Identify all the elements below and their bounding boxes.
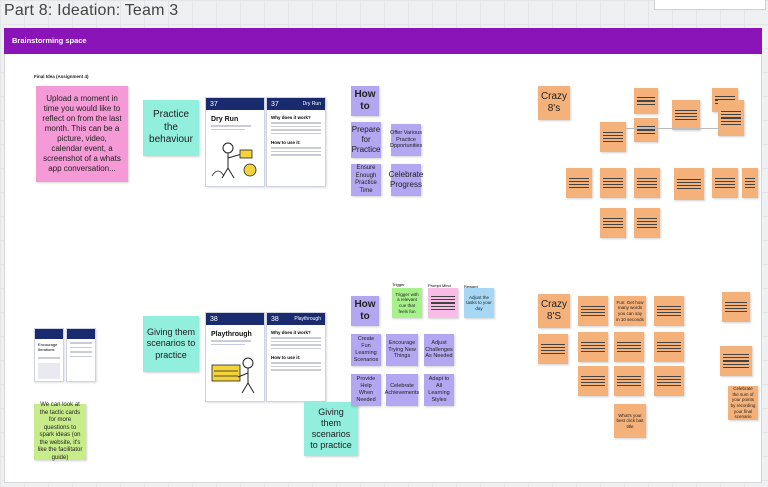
fun-words-sticky[interactable]: Fun: Get how many words you can say in 1…	[614, 296, 646, 326]
idea-sticky[interactable]	[742, 168, 758, 198]
playthrough-card-back[interactable]: 38 Playthrough Why does it work? How to …	[266, 312, 326, 402]
provide-help-sticky[interactable]: Provide Help When Needed	[351, 374, 381, 406]
idea-sticky[interactable]	[634, 118, 658, 142]
adjust-challenges-sticky[interactable]: Adjust Challenges As Needed	[424, 334, 454, 366]
crazy-eights-sticky-bottom[interactable]: Crazy 8'S	[538, 294, 570, 328]
playthrough-card-front[interactable]: 38 Playthrough	[205, 312, 265, 402]
top-toolbar-box[interactable]	[654, 0, 766, 10]
offer-practice-sticky[interactable]: Offer Various Practice Opportunities	[390, 124, 422, 156]
encourage-new-things-sticky[interactable]: Encourage Trying New Things	[386, 334, 418, 366]
frame-label: Brainstorming space	[12, 36, 87, 45]
idea-sticky[interactable]	[718, 100, 744, 136]
idea-sticky[interactable]	[600, 168, 626, 198]
giving-scenarios-sticky[interactable]: Giving them scenarios to practice	[143, 316, 199, 372]
card-number: 37	[210, 100, 218, 108]
dry-run-illustration-icon	[211, 142, 257, 179]
card-title: Encourage Iterations	[38, 342, 58, 352]
prompt-sticky[interactable]	[428, 288, 458, 318]
idea-sticky[interactable]	[720, 346, 752, 376]
idea-sticky[interactable]	[614, 366, 644, 396]
idea-sticky[interactable]	[654, 366, 684, 396]
tactic-cards-note-sticky[interactable]: We can look at the tactic cards for more…	[34, 402, 86, 461]
idea-sticky[interactable]	[600, 208, 626, 238]
card-subheading-2: How to use it:	[271, 355, 301, 360]
idea-sticky[interactable]	[674, 168, 704, 200]
board-title: Part 8: Ideation: Team 3	[4, 2, 179, 19]
idea-sticky[interactable]	[578, 332, 608, 362]
connector-line	[626, 128, 720, 129]
idea-sticky[interactable]	[634, 168, 660, 198]
dry-run-card-front[interactable]: 37 Dry Run	[205, 97, 265, 187]
card-number: 38	[210, 315, 218, 323]
idea-sticky[interactable]	[634, 88, 658, 114]
prompt-mind-label: Prompt Mind	[428, 283, 451, 288]
celebrate-achievements-sticky[interactable]: Celebrate Achievements	[385, 374, 419, 406]
card-title: Dry Run	[211, 116, 239, 123]
reward-label: Reward	[464, 284, 478, 289]
dry-run-card-back[interactable]: 37 Dry Run Why does it work? How to use …	[266, 97, 326, 187]
final-idea-label: Final Idea (Assignment 4)	[34, 74, 89, 79]
record-scenario-sticky[interactable]: Celebrate the sum of your points by reco…	[728, 386, 758, 420]
celebrate-progress-sticky[interactable]: Celebrate Progress	[389, 164, 423, 196]
adapt-learning-styles-sticky[interactable]: Adapt to All Learning Styles	[424, 374, 454, 406]
giving-scenarios-sticky-2[interactable]: Giving them scenarios to practice	[304, 402, 358, 456]
how-to-sticky-bottom[interactable]: How to	[351, 296, 379, 326]
trigger-sticky[interactable]: Trigger with a relevant cue that feels f…	[392, 288, 422, 318]
card-subheading: Why does it work?	[271, 330, 311, 335]
idea-sticky[interactable]	[722, 292, 750, 322]
idea-sticky[interactable]	[566, 168, 592, 198]
card-number: 37	[271, 100, 279, 108]
practice-behaviour-sticky[interactable]: Practice the behaviour	[143, 100, 199, 156]
card-title: Dry Run	[302, 101, 321, 107]
ensure-practice-time-sticky[interactable]: Ensure Enough Practice Time	[351, 164, 381, 196]
card-subheading: Why does it work?	[271, 115, 311, 120]
card-subheading-2: How to use it:	[271, 140, 301, 145]
idea-sticky[interactable]	[578, 296, 608, 326]
playthrough-illustration-icon	[211, 357, 255, 394]
prepare-practice-sticky[interactable]: Prepare for Practice	[351, 122, 381, 158]
card-number: 38	[271, 315, 279, 323]
encourage-iterations-card-front[interactable]: Encourage Iterations	[34, 328, 64, 382]
card-title: Playthrough	[294, 316, 321, 322]
idea-sticky[interactable]	[672, 100, 700, 130]
trigger-label: Trigger	[392, 282, 405, 287]
idea-sticky[interactable]	[614, 332, 644, 362]
idea-sticky[interactable]	[578, 366, 608, 396]
create-fun-scenarios-sticky[interactable]: Create Fun Learning Scenarios	[351, 334, 381, 366]
idea-sticky[interactable]	[600, 122, 626, 152]
idea-sticky[interactable]	[654, 332, 684, 362]
encourage-iterations-card-back[interactable]	[66, 328, 96, 382]
idea-sticky[interactable]	[712, 168, 738, 198]
crazy-eights-sticky[interactable]: Crazy 8's	[538, 86, 570, 120]
reward-sticky[interactable]: Adjust the tasks to your day	[464, 288, 494, 318]
idea-sticky[interactable]	[654, 296, 684, 326]
upload-moment-sticky[interactable]: Upload a moment in time you would like t…	[36, 86, 128, 182]
frame-header-bar	[4, 28, 762, 54]
click-bait-title-sticky[interactable]: What's your best click bait title	[614, 404, 646, 438]
idea-sticky[interactable]	[538, 334, 568, 364]
idea-sticky[interactable]	[634, 208, 660, 238]
card-title: Playthrough	[211, 331, 252, 338]
how-to-sticky[interactable]: How to	[351, 86, 379, 116]
